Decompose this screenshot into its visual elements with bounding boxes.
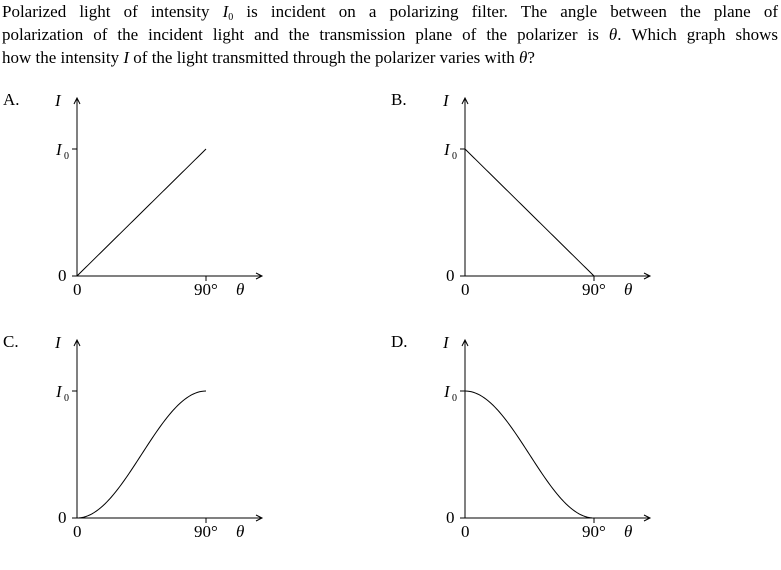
x-axis-arrow-icon — [643, 514, 652, 522]
option-letter: C. — [3, 332, 19, 351]
x-tick-label-zero: 0 — [73, 280, 82, 299]
question-text: Polarized light of intensity I0 is incid… — [2, 0, 778, 69]
y-tick-label-i0: I — [443, 140, 451, 159]
y-tick-label-zero: 0 — [58, 266, 67, 285]
y-tick-label-zero: 0 — [446, 266, 455, 285]
question-text-fragment: how the intensity — [2, 48, 124, 67]
x-tick-label-90: 90° — [194, 522, 218, 541]
question-line-1: Polarized light of intensity I0 is incid… — [2, 0, 778, 23]
y-axis-label: I — [54, 91, 62, 110]
y-tick-label-i0-subscript: 0 — [64, 151, 69, 162]
x-tick-label-90: 90° — [582, 522, 606, 541]
angle-symbol: θ — [608, 25, 618, 44]
x-tick-label-zero: 0 — [461, 522, 470, 541]
x-axis-label: θ — [624, 522, 632, 541]
y-axis-label: I — [54, 333, 62, 352]
question-text-fragment: of the light transmitted through the pol… — [129, 48, 519, 67]
y-axis-arrow-icon — [73, 338, 81, 347]
question-text-fragment: ? — [527, 48, 535, 67]
y-tick-label-i0: I — [443, 382, 451, 401]
option-letter: B. — [391, 90, 407, 109]
y-axis-arrow-icon — [461, 338, 469, 347]
question-text-fragment: . Which graph shows — [617, 25, 779, 44]
intensity-subscript: 0 — [228, 12, 234, 23]
y-axis-arrow-icon — [73, 96, 81, 105]
y-tick-label-zero: 0 — [58, 508, 67, 527]
intensity-curve — [464, 148, 595, 277]
x-tick-label-zero: 0 — [73, 522, 82, 541]
y-tick-label-zero: 0 — [446, 508, 455, 527]
x-tick-label-90: 90° — [194, 280, 218, 299]
question-text-fragment: polarization of the incident light and t… — [2, 25, 609, 44]
y-axis-label: I — [442, 333, 450, 352]
question-line-3: how the intensity I of the light transmi… — [2, 46, 778, 69]
y-tick-label-i0-subscript: 0 — [64, 393, 69, 404]
y-axis-arrow-icon — [461, 96, 469, 105]
y-tick-label-i0: I — [55, 382, 63, 401]
x-axis-label: θ — [624, 280, 632, 299]
intensity-symbol: I — [222, 2, 229, 21]
y-tick-label-i0-subscript: 0 — [452, 393, 457, 404]
x-axis-arrow-icon — [255, 514, 264, 522]
y-tick-label-i0: I — [55, 140, 63, 159]
intensity-curve — [464, 390, 595, 519]
x-tick-label-90: 90° — [582, 280, 606, 299]
question-text-fragment: Polarized light of intensity — [2, 2, 223, 21]
intensity-curve — [76, 148, 207, 277]
option-letter: A. — [3, 90, 20, 109]
x-tick-label-zero: 0 — [461, 280, 470, 299]
y-tick-label-i0-subscript: 0 — [452, 151, 457, 162]
question-line-2: polarization of the incident light and t… — [2, 23, 778, 46]
x-axis-label: θ — [236, 522, 244, 541]
intensity-symbol: I — [123, 48, 130, 67]
intensity-curve — [76, 390, 207, 519]
x-axis-arrow-icon — [643, 272, 652, 280]
y-axis-label: I — [442, 91, 450, 110]
x-axis-arrow-icon — [255, 272, 264, 280]
question-text-fragment: is incident on a polarizing filter. The … — [233, 2, 778, 21]
option-letter: D. — [391, 332, 408, 351]
x-axis-label: θ — [236, 280, 244, 299]
angle-symbol: θ — [519, 48, 528, 67]
